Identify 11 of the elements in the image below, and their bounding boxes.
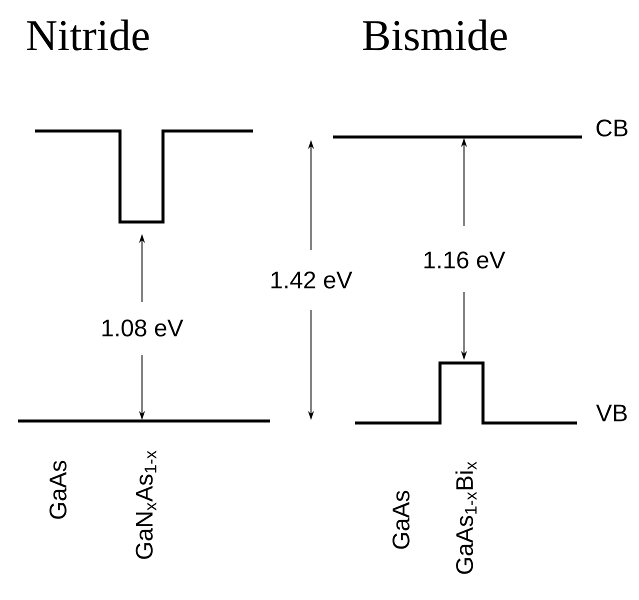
material-label: GaN$_{x}$As$_{1-x}$: [136, 450, 156, 559]
gap-value: 1.08 eV: [102, 320, 184, 336]
panel-title: Nitride: [26, 20, 149, 50]
gap-value: 1.42 eV: [271, 272, 352, 288]
material-label: GaAs: [392, 490, 410, 549]
band-label: CB: [596, 120, 628, 136]
material-label: GaAs$_{1-x}$Bi$_{x}$: [455, 462, 477, 574]
material-label: GaAs: [50, 460, 66, 519]
panel-title: Bismide: [362, 20, 507, 50]
gap-value: 1.16 eV: [424, 252, 506, 268]
band-label: VB: [596, 404, 627, 422]
